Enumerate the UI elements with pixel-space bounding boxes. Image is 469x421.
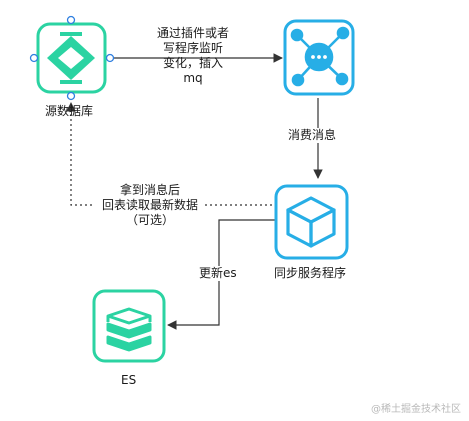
source-db-label: 源数据库 bbox=[45, 104, 94, 118]
database-icon bbox=[47, 32, 95, 84]
edge-service-to-db bbox=[66, 102, 272, 206]
edge-service-to-es-label: 更新es bbox=[199, 266, 237, 281]
source-db-node[interactable] bbox=[29, 15, 115, 101]
es-label: ES bbox=[121, 373, 137, 387]
cube-icon bbox=[286, 196, 336, 248]
sync-service-label: 同步服务程序 bbox=[274, 266, 347, 280]
es-node[interactable] bbox=[92, 289, 166, 363]
selection-handles[interactable] bbox=[29, 15, 115, 101]
mq-node[interactable] bbox=[283, 19, 355, 96]
watermark: @稀土掘金技术社区 bbox=[371, 404, 461, 415]
edge-db-to-mq-label: 通过插件或者 写程序监听 变化，插入 mq bbox=[156, 26, 229, 85]
sync-service-node[interactable] bbox=[274, 184, 349, 260]
edge-service-to-db-label: 拿到消息后 回表读取最新数据 （可选） bbox=[95, 183, 205, 228]
mq-dots-icon bbox=[311, 55, 327, 59]
edge-mq-to-service-label: 消费消息 bbox=[288, 128, 337, 143]
layers-icon bbox=[106, 307, 152, 352]
